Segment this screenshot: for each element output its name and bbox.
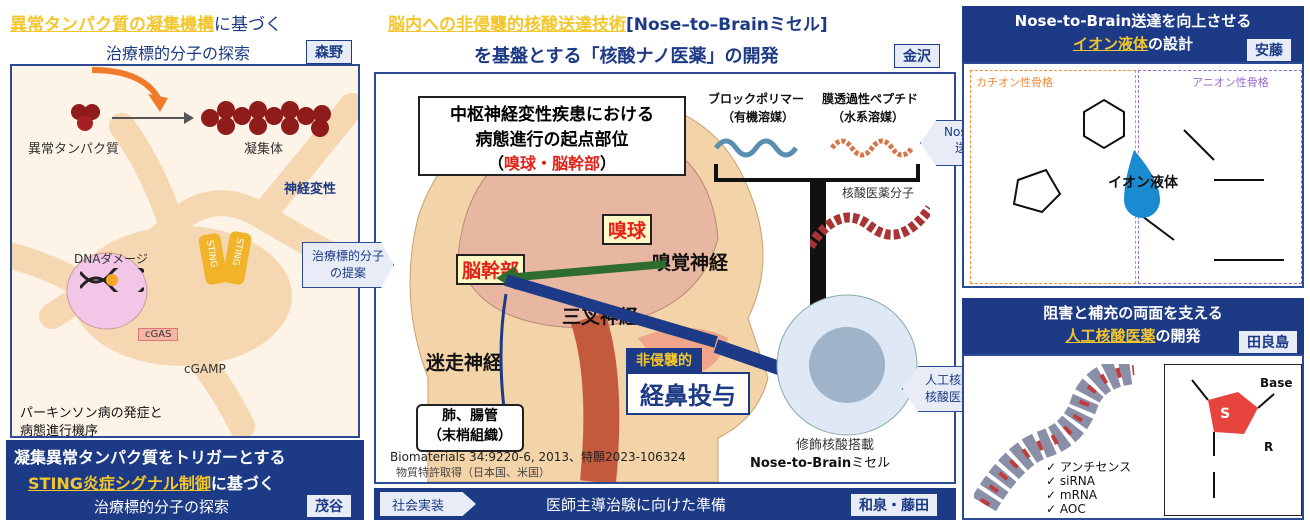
tag-izumi-fujita: 和泉・藤田	[850, 493, 938, 517]
micelle-label-line2: Nose-to-Brainミセル	[750, 452, 890, 471]
center-header-highlight: 脳内への非侵襲的核酸送達技術	[388, 15, 626, 35]
aggregate-icon	[200, 94, 340, 140]
tag-shigetani: 茂谷	[306, 494, 352, 518]
list-item: ✓ mRNA	[1046, 488, 1131, 502]
label-cgamp: cGAMP	[184, 362, 226, 376]
lung-box: 肺、腸管 （末梢組織）	[416, 404, 524, 452]
nasal-admin-label: 経鼻投与	[626, 372, 750, 415]
center-footer-text: 医師主導治験に向けた準備	[546, 494, 726, 515]
peptide-label: 膜透過性ペプチド	[822, 90, 918, 107]
patent-note: 物質特許取得（日本国、米国）	[396, 464, 550, 480]
label-dna-damage: DNAダメージ	[74, 250, 148, 267]
center-header: 脳内への非侵襲的核酸送達技術[Nose–to–Brainミセル] を基盤とする「…	[374, 6, 956, 70]
ionic-liquid-label: イオン液体	[1108, 172, 1178, 192]
tag-ando: 安藤	[1246, 38, 1292, 62]
right-top-panel: カチオン性骨格 アニオン性骨格 イオン液体	[962, 62, 1304, 288]
center-panel: 中枢神経変性疾患における 病態進行の起点部位 （嗅球・脳幹部） 脳幹部 嗅球 嗅…	[374, 72, 956, 484]
left-footer-line1: 凝集異常タンパク質をトリガーとする	[14, 444, 356, 468]
sulfur-label: S	[1220, 406, 1230, 422]
r-label: R	[1264, 440, 1273, 454]
proposal-note: 治療標的分子 の提案	[302, 242, 394, 288]
cation-label: カチオン性骨格	[976, 74, 1053, 90]
citation: Biomaterials 34:9220-6, 2013、特願2023-1063…	[390, 448, 686, 465]
organic-solvent-label: （有機溶媒）	[722, 108, 794, 125]
left-header-highlight: 異常タンパク質の凝集機構	[10, 15, 214, 35]
helix-icon	[810, 202, 930, 252]
label-pd-line1: パーキンソン病の発症と	[20, 402, 163, 421]
center-header-line2: を基盤とする「核酸ナノ医薬」の開発	[474, 42, 779, 68]
right-bottom-header: 阻害と補充の両面を支える 人工核酸医薬の開発 田良島	[962, 298, 1304, 354]
nucleic-drug-molecule-label: 核酸医薬分子	[842, 184, 914, 201]
block-polymer-label: ブロックポリマー	[708, 90, 804, 107]
list-item: ✓ アンチセンス	[1046, 460, 1131, 474]
right-bottom-panel: Base S R ✓ アンチセンス ✓ siRNA ✓ mRNA ✓ AOC	[962, 354, 1304, 520]
list-item: ✓ siRNA	[1046, 474, 1131, 488]
polymer-squiggles	[712, 128, 926, 168]
label-aggregate: 凝集体	[244, 138, 283, 157]
applications-list: ✓ アンチセンス ✓ siRNA ✓ mRNA ✓ AOC	[1046, 460, 1131, 516]
aqueous-label: （水系溶媒）	[832, 108, 904, 125]
orange-curve-arrow	[92, 64, 182, 114]
list-item: ✓ AOC	[1046, 502, 1131, 516]
right-top-header: Nose-to-Brain送達を向上させる イオン液体の設計 安藤	[962, 6, 1304, 62]
base-label: Base	[1260, 376, 1293, 390]
tag-morino: 森野	[306, 40, 352, 64]
sugar-ring-icon	[1174, 372, 1294, 508]
social-implementation-arrow: 社会実装	[380, 492, 476, 516]
tag-tarashima: 田良島	[1238, 330, 1298, 354]
center-footer: 社会実装 医師主導治験に向けた準備 和泉・藤田	[374, 488, 956, 520]
label-neurodegeneration: 神経変性	[284, 178, 336, 197]
tag-kanazawa: 金沢	[894, 44, 940, 68]
micelle-label-line1: 修飾核酸搭載	[796, 434, 874, 453]
critical-region-box: 中枢神経変性疾患における 病態進行の起点部位 （嗅球・脳幹部）	[418, 96, 686, 176]
left-header: 異常タンパク質の凝集機構に基づく 治療標的分子の探索 森野	[6, 6, 364, 66]
label-cgas: cGAS	[138, 328, 178, 341]
left-footer-line3: 治療標的分子の探索	[14, 496, 356, 517]
left-footer-highlight: STING炎症シグナル制御	[28, 474, 211, 493]
anion-label: アニオン性骨格	[1192, 74, 1269, 90]
label-pd-line2: 病態進行機序	[20, 420, 98, 439]
label-abnormal-protein: 異常タンパク質	[28, 138, 119, 157]
left-header-line2: 治療標的分子の探索	[106, 40, 250, 64]
dna-icon	[80, 268, 144, 292]
left-footer: 凝集異常タンパク質をトリガーとする STING炎症シグナル制御に基づく 治療標的…	[6, 440, 364, 520]
micelle-icon	[772, 290, 922, 440]
noninvasive-badge: 非侵襲的	[626, 348, 702, 372]
